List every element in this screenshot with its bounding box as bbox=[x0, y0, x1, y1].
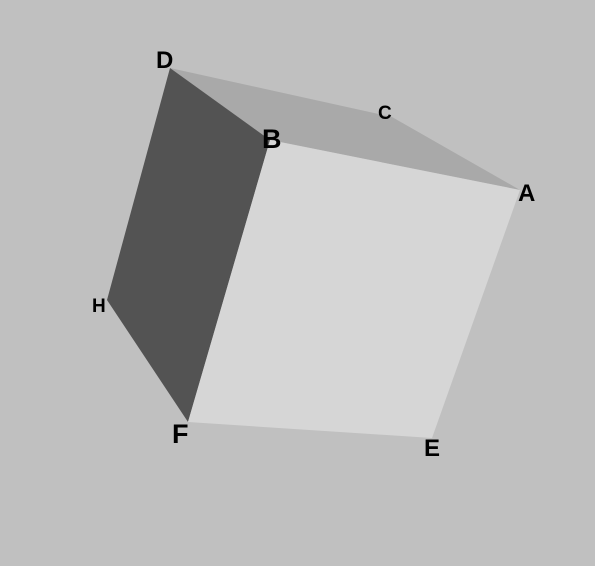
cube-left-face bbox=[107, 68, 270, 422]
vertex-label-d: D bbox=[156, 47, 173, 74]
vertex-label-b: B bbox=[262, 124, 282, 154]
cube-front-face bbox=[188, 140, 520, 438]
vertex-label-e: E bbox=[424, 435, 440, 462]
vertex-label-h: H bbox=[92, 296, 106, 317]
cube-top-face bbox=[170, 68, 520, 190]
vertex-label-a: A bbox=[518, 180, 535, 207]
vertex-label-c: C bbox=[378, 103, 392, 124]
vertex-label-f: F bbox=[172, 419, 189, 449]
